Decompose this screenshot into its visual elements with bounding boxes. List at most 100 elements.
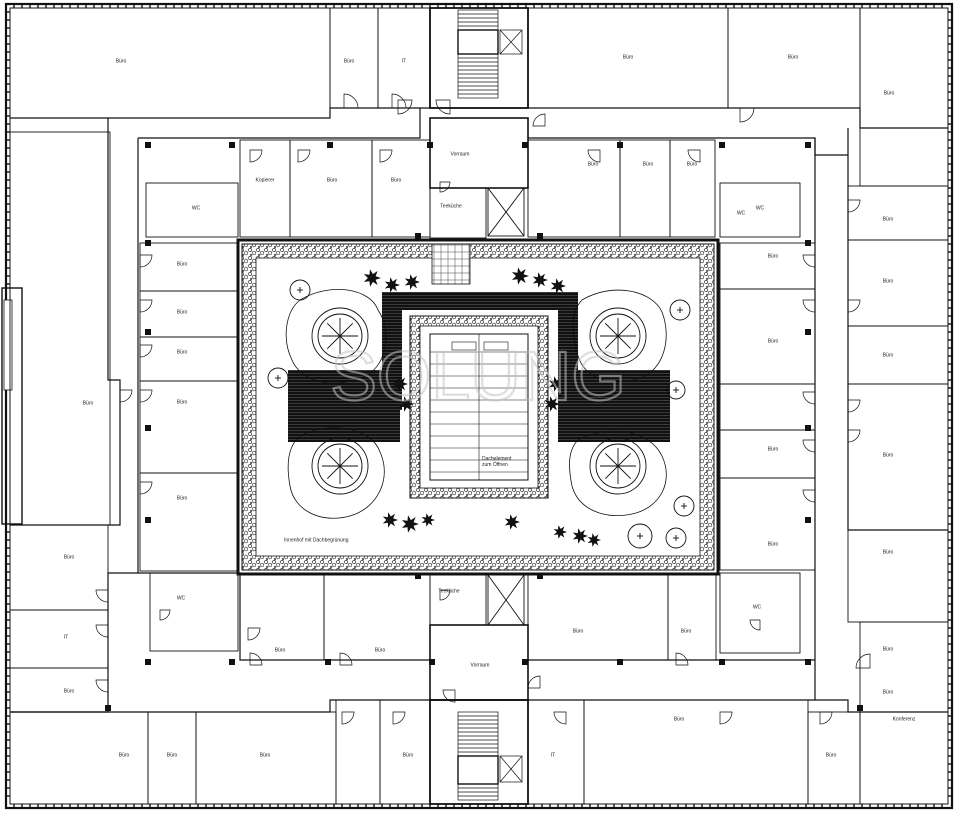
tree-pot (311, 307, 369, 365)
door-swing (139, 254, 153, 268)
columns (105, 142, 863, 711)
room-label-r31: Büro (767, 541, 779, 548)
column (145, 659, 151, 665)
room-label-r12: Büro (587, 161, 599, 168)
room-label-r27: Büro (176, 399, 188, 406)
shrub (572, 528, 588, 544)
column (522, 142, 528, 148)
shrub (401, 515, 419, 533)
column (719, 659, 725, 665)
room-partitions (9, 7, 949, 805)
room-label-r36: IT (63, 634, 69, 641)
room-label-r22: Büro (176, 309, 188, 316)
tree-branch (326, 335, 341, 350)
room-label-r8: Kopierer (255, 177, 275, 184)
door-swing (802, 299, 816, 313)
courtyard (236, 238, 720, 576)
door-swing (343, 93, 359, 109)
door-swing (527, 675, 541, 689)
door-swing (749, 619, 761, 631)
tree-pot (311, 437, 369, 495)
door-swing (819, 711, 833, 725)
room-label-r41: Büro (680, 628, 692, 635)
room-label-r29: Büro (882, 452, 894, 459)
room-label-r53: Konferenz (892, 716, 916, 723)
room-label-r21: Büro (882, 278, 894, 285)
shrub (553, 525, 567, 539)
column (415, 573, 421, 579)
room-label-r13: Büro (642, 161, 654, 168)
door-swing (855, 653, 871, 669)
skylight-vent (483, 341, 509, 351)
shrub-outline (665, 527, 687, 549)
column (719, 142, 725, 148)
room-label-r33: Büro (63, 554, 75, 561)
room-label-r35: Büro (374, 647, 386, 654)
room-label-r30: Büro (176, 495, 188, 502)
tree-branch (326, 322, 341, 337)
skylight-vent (451, 341, 477, 351)
elevator-shafts (487, 187, 525, 626)
room-label-r5: Büro (787, 54, 799, 61)
shrub (511, 267, 529, 285)
column (805, 329, 811, 335)
room-label-r10: Büro (390, 177, 402, 184)
door-swing (439, 589, 451, 601)
door-swing (719, 711, 733, 725)
door-swings (95, 93, 871, 725)
room-label-r24: Büro (176, 349, 188, 356)
tree-canopy (595, 313, 641, 359)
room-label-r46: Büro (118, 752, 130, 759)
room-label-r38: WC (176, 595, 186, 602)
column (145, 425, 151, 431)
tree-pot (589, 437, 647, 495)
door-swing (391, 93, 407, 109)
shrub-outline (673, 495, 695, 517)
tree-branch (326, 465, 341, 480)
room-label-r9: Büro (326, 177, 338, 184)
shrub (550, 278, 566, 294)
tree-branch (604, 452, 619, 467)
stair-bottom (457, 711, 523, 801)
room-label-r37: Büro (63, 688, 75, 695)
room-label-r34: Büro (274, 647, 286, 654)
room-label-r39: Teeküche (438, 588, 460, 595)
column (805, 425, 811, 431)
column (617, 142, 623, 148)
shrub (392, 376, 408, 392)
door-swing (139, 299, 153, 313)
door-swing (341, 711, 355, 725)
tree-branch (617, 322, 632, 337)
shrub-outline (627, 523, 653, 549)
door-swing (439, 181, 451, 193)
door-swing (297, 149, 311, 163)
door-swing (95, 624, 109, 638)
door-swing (119, 389, 133, 403)
door-swing (802, 391, 816, 405)
column (327, 142, 333, 148)
door-swing (553, 711, 567, 725)
courtyard-shrubs (363, 267, 601, 547)
room-label-r16: WC (736, 210, 746, 217)
room-label-r26: Büro (82, 400, 94, 407)
shrub (544, 396, 560, 412)
door-swing (587, 149, 601, 163)
column (805, 142, 811, 148)
door-swing (802, 439, 816, 453)
column (145, 240, 151, 246)
column (415, 233, 421, 239)
column (427, 142, 433, 148)
column (229, 659, 235, 665)
room-label-r1: Büro (115, 58, 127, 65)
room-label-r48: Büro (259, 752, 271, 759)
door-swing (847, 429, 861, 443)
shrub (398, 396, 414, 412)
column (522, 659, 528, 665)
door-swing (802, 489, 816, 503)
stair-top (457, 9, 523, 99)
shrub (382, 512, 398, 528)
room-label-r44: Büro (882, 689, 894, 696)
skylight-label: Dachelement zum Öffnen (482, 456, 512, 468)
room-label-r51: Büro (673, 716, 685, 723)
